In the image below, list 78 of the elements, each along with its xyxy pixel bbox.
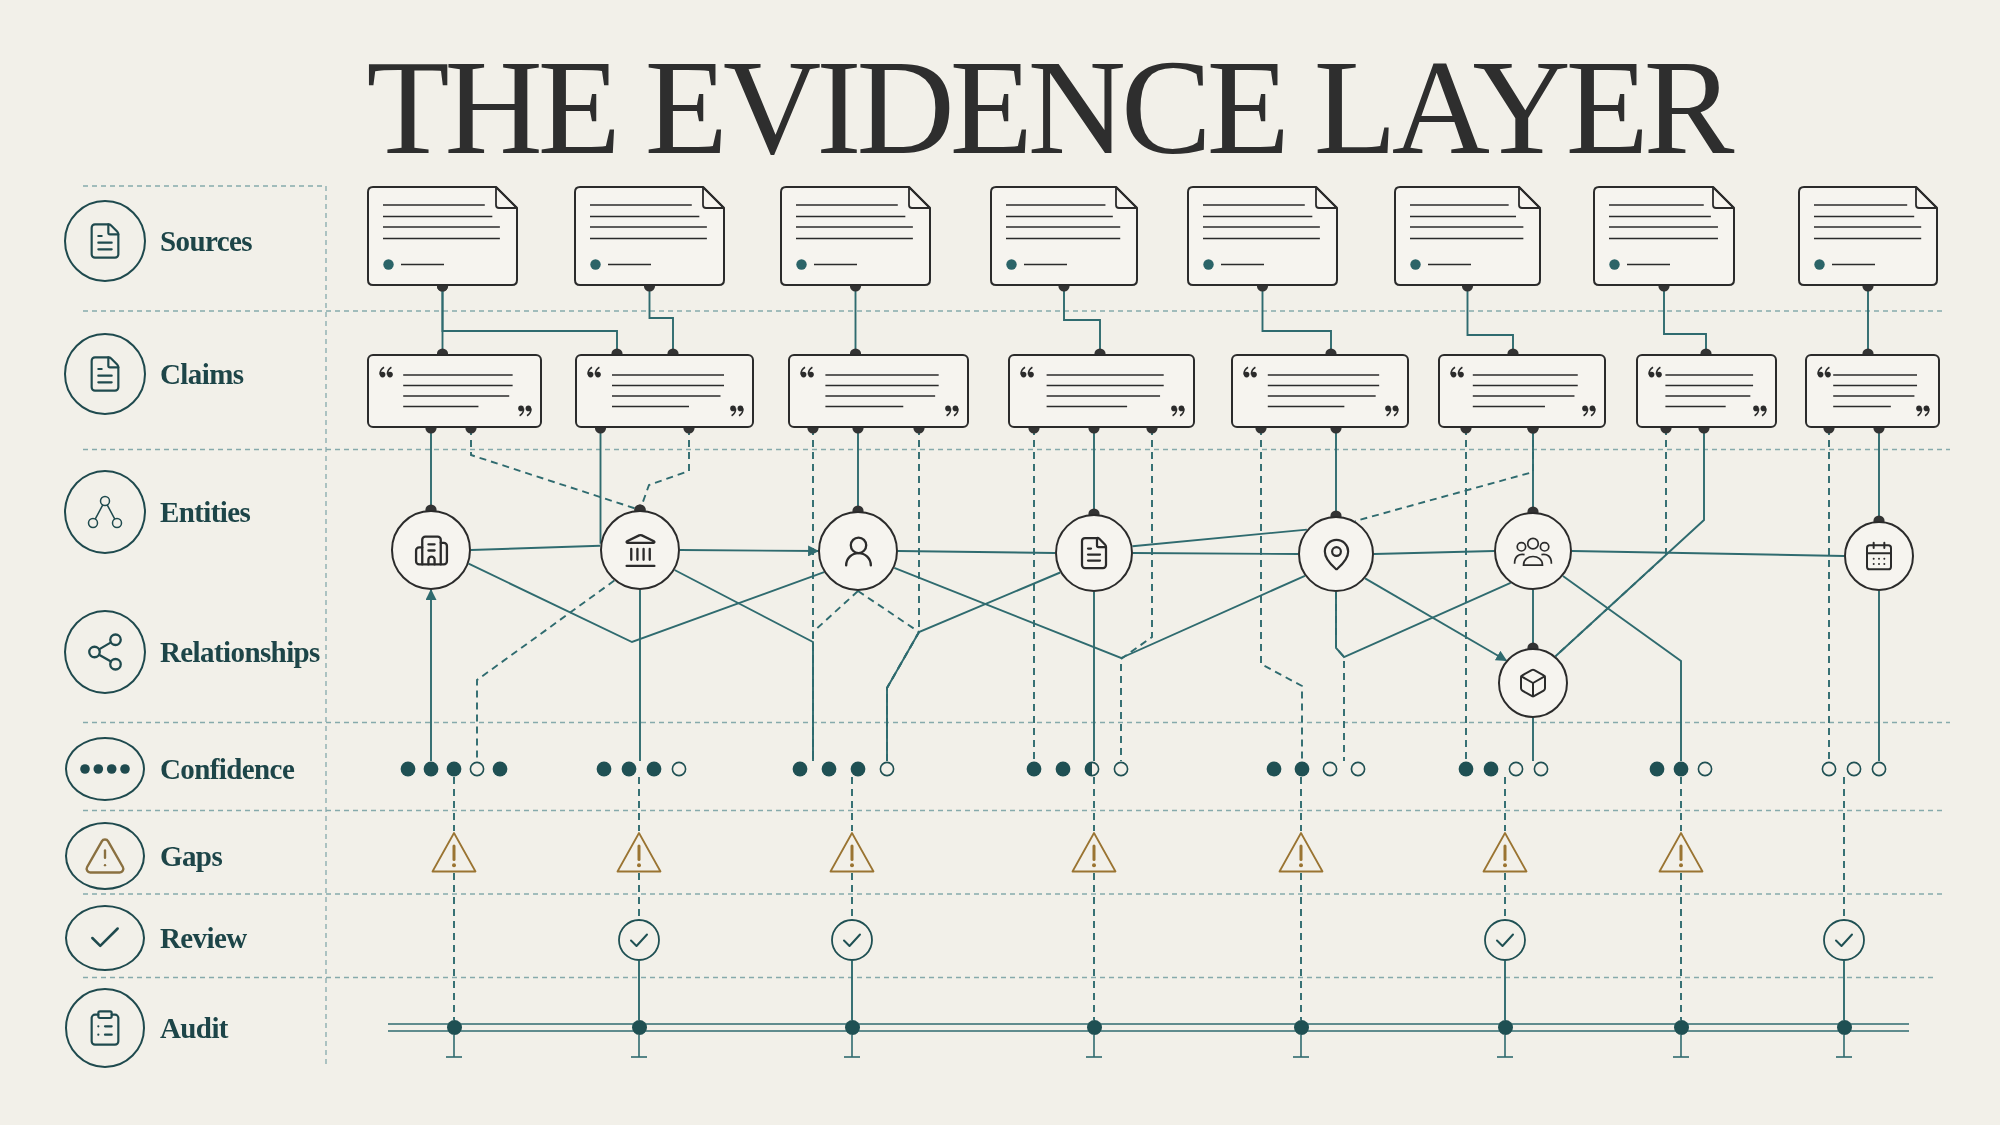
connector-line (893, 566, 1306, 660)
dashed-connector (1300, 776, 1302, 832)
connector-line (851, 960, 853, 1021)
quote-card (1438, 354, 1606, 428)
dashed-connector (1680, 776, 1682, 832)
row-label: Entities (160, 495, 251, 530)
warning-icon (1482, 831, 1528, 873)
connector-line (673, 569, 814, 762)
document-card (990, 186, 1138, 286)
milestone-dot-icon (1086, 1020, 1102, 1035)
dashed-connector (1300, 872, 1302, 1021)
milestone-dot-icon (844, 1020, 860, 1035)
connector-line (638, 960, 640, 1021)
arrow (679, 545, 820, 557)
dashed-connector (638, 776, 640, 832)
connector-line (1571, 550, 1845, 557)
warning-icon (616, 831, 662, 873)
dashed-connector (453, 776, 455, 832)
dashed-connector (1093, 776, 1095, 832)
check-circle-icon (618, 919, 660, 961)
quote-card (1805, 354, 1940, 428)
title: THE EVIDENCE LAYER (366, 39, 1730, 175)
dashed-connector (851, 776, 853, 832)
connector-line (886, 571, 1062, 762)
dashed-connector (1335, 591, 1345, 762)
warning-icon (829, 831, 875, 873)
connector-line (1373, 550, 1495, 555)
connector-line (470, 544, 602, 551)
milestone-dot-icon (631, 1020, 647, 1035)
row-label: Confidence (160, 752, 295, 787)
dashed-connector (1504, 776, 1506, 832)
connector-line (639, 589, 641, 762)
milestone-dot-icon (1836, 1020, 1852, 1035)
milestone-dot-icon (1497, 1020, 1513, 1035)
row-label: Gaps (160, 839, 223, 874)
quote-card (575, 354, 754, 428)
document-card (780, 186, 931, 286)
document-card (1187, 186, 1338, 286)
row-label: Review (160, 921, 247, 956)
connector-line (1878, 590, 1880, 762)
connector-line (467, 562, 826, 644)
quote-card (1636, 354, 1777, 428)
milestone-dot-icon (446, 1020, 462, 1035)
check-circle-icon (1484, 919, 1526, 961)
milestone-dot-icon (1673, 1020, 1689, 1035)
arrow (425, 588, 437, 762)
warning-icon (1658, 831, 1704, 873)
warning-icon (1071, 831, 1117, 873)
quote-card (788, 354, 969, 428)
connector-line (1093, 591, 1095, 762)
dashed-connector (1680, 872, 1682, 1021)
row-label: Audit (160, 1011, 228, 1046)
document-card (1593, 186, 1735, 286)
warning-icon (431, 831, 477, 873)
dashed-connector (1093, 872, 1095, 1021)
connector-line (1561, 575, 1682, 762)
document-card (367, 186, 518, 286)
warning-icon (1278, 831, 1324, 873)
connector-line (1335, 581, 1512, 659)
document-card (1394, 186, 1541, 286)
connector-line (1532, 717, 1534, 762)
row-label: Claims (160, 357, 244, 392)
check-circle-icon (1823, 919, 1865, 961)
connector-line (897, 550, 1056, 554)
dashed-connector (453, 872, 455, 1021)
arrow (1364, 577, 1508, 662)
connector-line (1504, 960, 1506, 1021)
quote-card (1231, 354, 1409, 428)
row-label: Relationships (160, 635, 320, 670)
connector-line (1843, 960, 1845, 1021)
document-card (574, 186, 725, 286)
quote-card (367, 354, 542, 428)
row-label: Sources (160, 223, 252, 259)
connector-line (1132, 552, 1299, 555)
quote-card (1008, 354, 1195, 428)
milestone-dot-icon (1293, 1020, 1309, 1035)
check-circle-icon (831, 919, 873, 961)
document-card (1798, 186, 1938, 286)
